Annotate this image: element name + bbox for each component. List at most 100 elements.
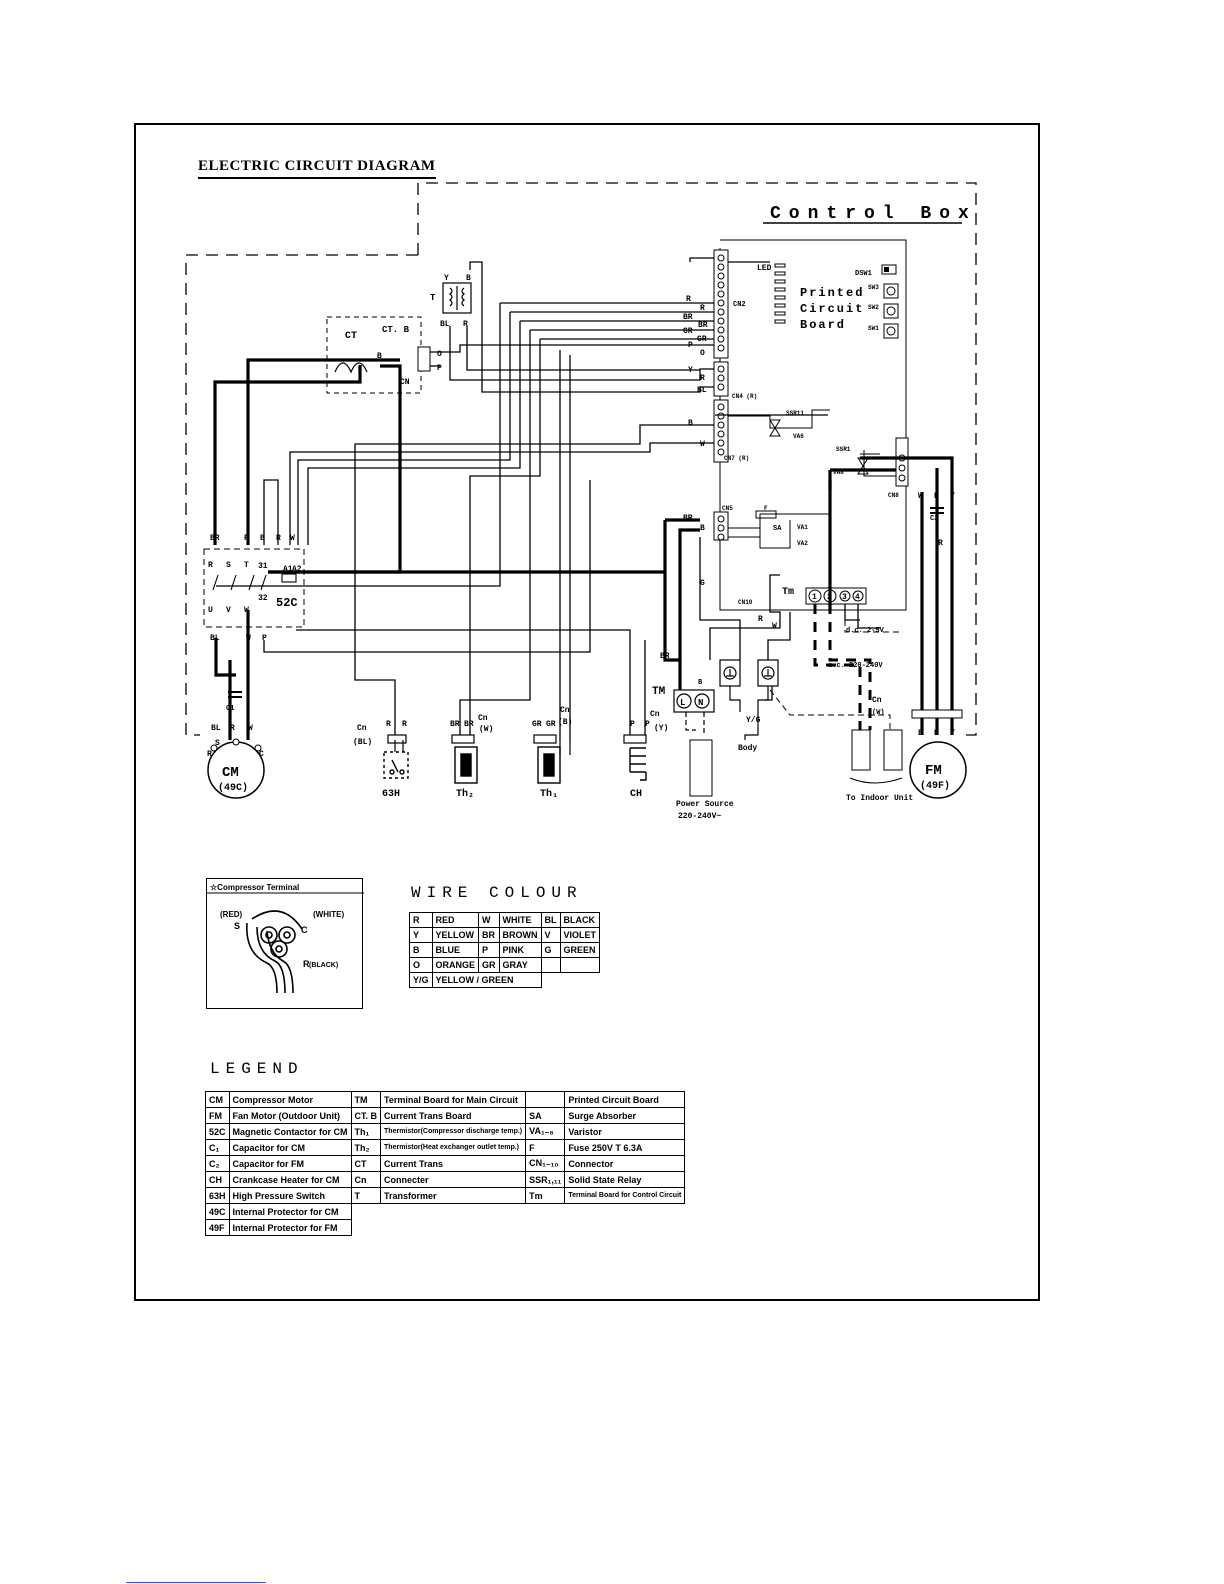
pcb-label-3: Board xyxy=(800,318,846,332)
svg-text:B: B xyxy=(700,524,705,533)
svg-text:A2: A2 xyxy=(292,565,302,574)
svg-text:CN8: CN8 xyxy=(888,492,899,499)
svg-text:Th₂: Th₂ xyxy=(456,788,474,800)
svg-text:BR: BR xyxy=(683,313,693,322)
svg-text:SSR11: SSR11 xyxy=(786,410,804,417)
svg-text:C: C xyxy=(259,750,264,759)
svg-text:P: P xyxy=(262,634,267,643)
svg-text:(49C): (49C) xyxy=(218,782,248,794)
dsw1-switch xyxy=(881,264,897,275)
svg-text:SW3: SW3 xyxy=(868,284,879,291)
svg-text:Cn: Cn xyxy=(650,710,660,719)
svg-text:T: T xyxy=(244,561,249,570)
svg-text:O: O xyxy=(437,350,442,359)
svg-text:R: R xyxy=(758,615,763,624)
svg-text:(B): (B) xyxy=(558,718,572,727)
svg-text:Cn: Cn xyxy=(560,706,570,715)
svg-text:R: R xyxy=(208,561,213,570)
svg-text:CT. B: CT. B xyxy=(382,325,410,335)
svg-text:B: B xyxy=(377,352,382,361)
svg-text:(BL): (BL) xyxy=(353,738,372,747)
svg-text:B: B xyxy=(466,274,471,283)
svg-text:Th₁: Th₁ xyxy=(540,788,558,800)
svg-text:d.c. 2-5V: d.c. 2-5V xyxy=(846,627,885,635)
transformer xyxy=(442,282,472,314)
svg-text:TM: TM xyxy=(652,686,666,698)
svg-text:4: 4 xyxy=(855,593,860,602)
svg-text:B: B xyxy=(934,492,939,501)
svg-text:Y/G: Y/G xyxy=(746,716,761,725)
svg-text:BR: BR xyxy=(450,720,460,729)
magnetic-contactor-52c xyxy=(203,548,305,628)
sw3-button xyxy=(883,283,899,299)
svg-text:S: S xyxy=(234,921,240,931)
sw1-button xyxy=(883,323,899,339)
diagram-frame xyxy=(134,123,1040,1301)
svg-text:To Indoor Unit: To Indoor Unit xyxy=(846,794,913,803)
svg-text:SW2: SW2 xyxy=(868,304,879,311)
dsw1-label: DSW1 xyxy=(855,270,872,278)
svg-text:(Y): (Y) xyxy=(654,724,668,733)
svg-text:R: R xyxy=(934,729,939,738)
svg-text:R: R xyxy=(230,724,235,733)
svg-text:S: S xyxy=(215,739,220,748)
wire-colour-title: WIRE COLOUR xyxy=(411,884,583,902)
svg-text:R: R xyxy=(207,750,212,759)
svg-text:31: 31 xyxy=(258,562,268,571)
svg-text:GR: GR xyxy=(532,720,542,729)
svg-text:SA: SA xyxy=(773,525,782,533)
svg-text:CN5: CN5 xyxy=(722,505,733,512)
svg-text:C1: C1 xyxy=(226,705,234,713)
main-power-wiring xyxy=(213,358,954,740)
led-bars xyxy=(774,263,786,324)
indoor-unit-cable xyxy=(851,729,903,771)
svg-text:R: R xyxy=(686,295,691,304)
svg-text:P: P xyxy=(645,720,650,729)
unit-boundary xyxy=(185,182,977,736)
svg-text:CH: CH xyxy=(630,789,642,800)
svg-text:P: P xyxy=(630,720,635,729)
svg-text:CN2: CN2 xyxy=(733,301,746,309)
crankcase-heater xyxy=(629,747,647,781)
svg-text:R: R xyxy=(700,304,705,313)
thermistor-th1 xyxy=(537,746,561,784)
control-box-label: Control Box xyxy=(770,204,977,224)
signal-wiring xyxy=(216,257,880,740)
svg-text:SSR1: SSR1 xyxy=(836,446,851,453)
svg-text:W: W xyxy=(248,724,253,733)
svg-text:FM: FM xyxy=(925,763,942,779)
pcb-outline xyxy=(719,239,907,611)
sw2-button xyxy=(883,303,899,319)
svg-text:(W): (W) xyxy=(872,709,885,717)
svg-text:VA1: VA1 xyxy=(797,524,808,531)
svg-text:W: W xyxy=(700,440,705,449)
svg-text:BR: BR xyxy=(660,652,670,661)
svg-text:Power Source: Power Source xyxy=(676,800,734,809)
footer-link-underline[interactable] xyxy=(126,1582,266,1583)
ct-board xyxy=(326,316,422,394)
svg-text:Y: Y xyxy=(444,274,449,283)
svg-text:BR: BR xyxy=(683,514,693,523)
pcb-parts xyxy=(728,409,896,549)
pcb-label-2: Circuit xyxy=(800,302,864,316)
svg-text:1: 1 xyxy=(812,593,817,602)
svg-text:P: P xyxy=(688,341,693,350)
legend-title: LEGEND xyxy=(210,1060,304,1078)
svg-text:Y: Y xyxy=(688,366,693,375)
high-pressure-switch xyxy=(383,751,409,779)
svg-text:W: W xyxy=(918,492,923,501)
svg-text:B: B xyxy=(260,534,265,543)
svg-text:R: R xyxy=(303,959,310,969)
